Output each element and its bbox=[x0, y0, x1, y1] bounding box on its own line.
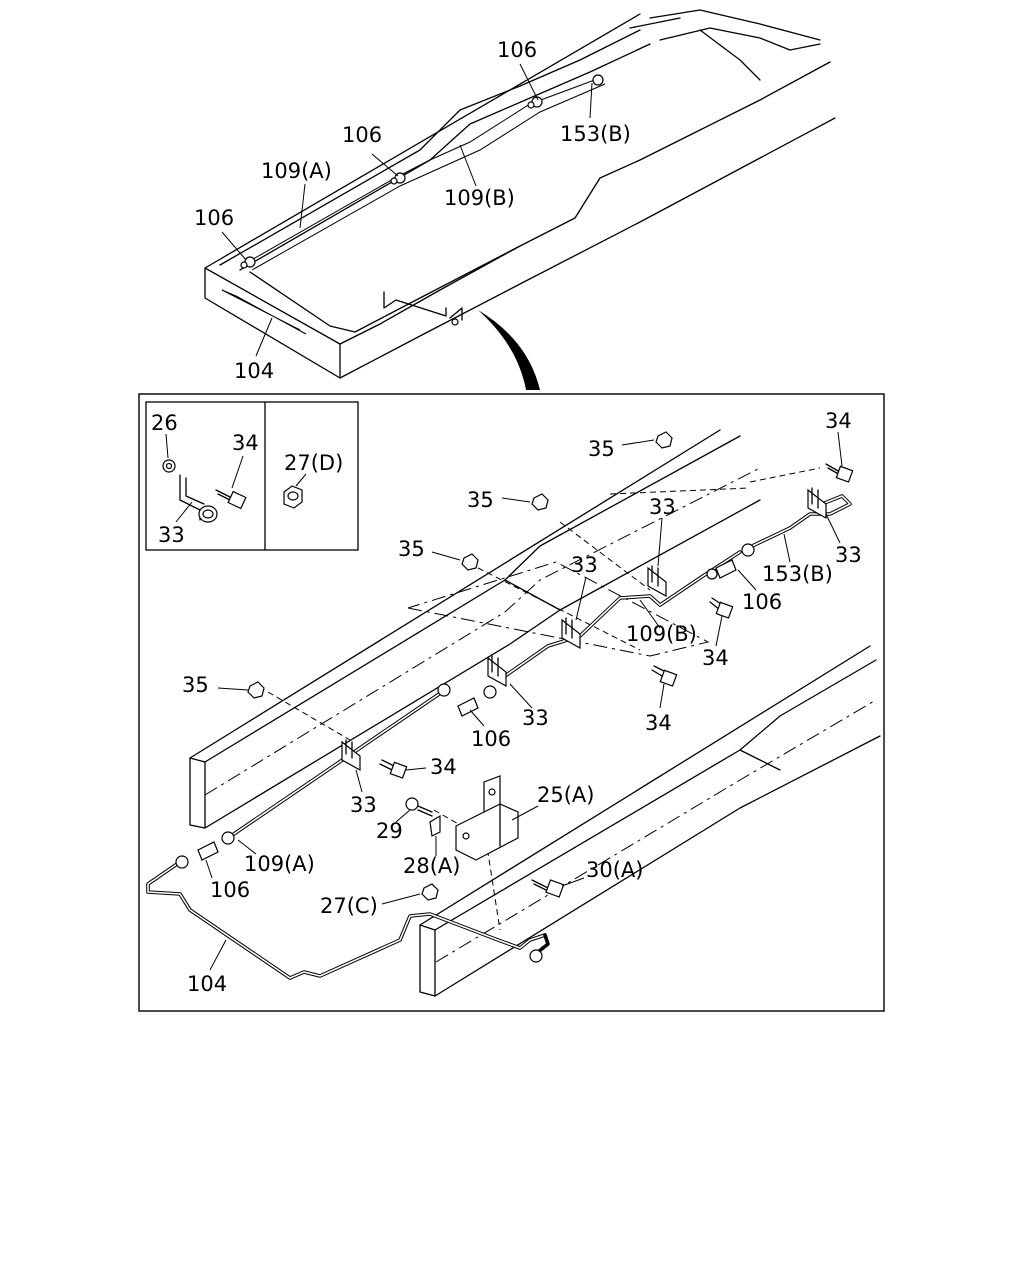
pipe-104 bbox=[146, 860, 550, 980]
pipe-109a bbox=[226, 688, 447, 840]
callout-109a: 109(A) bbox=[244, 852, 315, 876]
upper-callout-109b: 109(B) bbox=[444, 186, 515, 210]
callout-30a: 30(A) bbox=[586, 858, 643, 882]
callout-28a: 28(A) bbox=[403, 854, 460, 878]
callout-33-d: 33 bbox=[522, 706, 549, 730]
callout-35-b: 35 bbox=[467, 488, 494, 512]
detail-frame-rails bbox=[189, 429, 881, 997]
upper-fitting-106-mid bbox=[390, 172, 406, 185]
upper-frame-view bbox=[204, 9, 836, 390]
callout-153b: 153(B) bbox=[762, 562, 833, 586]
upper-fitting-153b bbox=[592, 74, 604, 86]
inset-box bbox=[145, 401, 359, 551]
clip-28a bbox=[429, 814, 441, 837]
clamp-33-mid3 bbox=[647, 565, 667, 598]
nut-35-c bbox=[461, 553, 479, 571]
inset-nut-26 bbox=[162, 459, 176, 473]
callout-104: 104 bbox=[187, 972, 227, 996]
inset-callout-26: 26 bbox=[151, 411, 178, 435]
callout-33-b: 33 bbox=[835, 543, 862, 567]
clamp-33-right bbox=[807, 487, 827, 520]
callout-33-a: 33 bbox=[649, 495, 676, 519]
callout-33-c: 33 bbox=[571, 553, 598, 577]
upper-callout-104: 104 bbox=[234, 359, 274, 383]
nut-35-b bbox=[531, 493, 549, 511]
callout-35-c: 35 bbox=[398, 537, 425, 561]
fitting-106-right bbox=[706, 543, 755, 580]
nut-27c bbox=[421, 883, 439, 901]
callout-109b: 109(B) bbox=[626, 622, 697, 646]
fitting-106-left bbox=[175, 831, 235, 869]
inset-callout-27d: 27(D) bbox=[284, 451, 343, 475]
bolt-29 bbox=[405, 797, 433, 817]
callout-34-d: 34 bbox=[430, 755, 457, 779]
callout-35-d: 35 bbox=[182, 673, 209, 697]
upper-callout-106-top: 106 bbox=[497, 38, 537, 62]
callout-34-a: 34 bbox=[825, 409, 852, 433]
clamp-33-mid1 bbox=[487, 655, 507, 688]
nut-35-a bbox=[655, 431, 673, 449]
upper-callout-106-left: 106 bbox=[194, 206, 234, 230]
fitting-106-mid bbox=[437, 683, 497, 717]
detail-leaders bbox=[205, 431, 843, 971]
pipe-153b bbox=[746, 494, 852, 550]
upper-callout-109a: 109(A) bbox=[261, 159, 332, 183]
nut-35-d bbox=[247, 681, 265, 699]
inset-nut-27d bbox=[283, 485, 303, 509]
inset-callout-33: 33 bbox=[158, 523, 185, 547]
bolt-34-mid bbox=[709, 597, 734, 619]
clamp-33-left bbox=[341, 739, 361, 772]
pipe-109b bbox=[503, 550, 742, 678]
callout-27c: 27(C) bbox=[320, 894, 378, 918]
callout-106-b: 106 bbox=[471, 727, 511, 751]
clamp-33-mid2 bbox=[561, 617, 581, 650]
callout-33-e: 33 bbox=[350, 793, 377, 817]
inset-clamp-33 bbox=[179, 474, 218, 523]
fitting-pipe-end bbox=[529, 949, 543, 963]
callout-34-b: 34 bbox=[702, 646, 729, 670]
callout-35-a: 35 bbox=[588, 437, 615, 461]
bolt-34-left bbox=[379, 759, 408, 779]
upper-callout-106-mid: 106 bbox=[342, 123, 382, 147]
callout-34-c: 34 bbox=[645, 711, 672, 735]
bolt-30a bbox=[531, 879, 565, 898]
inset-bolt-34 bbox=[215, 489, 247, 510]
detail-view-frame bbox=[138, 393, 885, 1012]
bolt-34-lower bbox=[651, 665, 678, 687]
callout-29: 29 bbox=[376, 819, 403, 843]
bolt-34-top bbox=[825, 463, 854, 483]
upper-callout-153b: 153(B) bbox=[560, 122, 631, 146]
callout-25a: 25(A) bbox=[537, 783, 594, 807]
bracket-25a bbox=[455, 775, 519, 861]
inset-callout-34: 34 bbox=[232, 431, 259, 455]
callout-106-a: 106 bbox=[742, 590, 782, 614]
upper-fitting-106-left bbox=[240, 256, 256, 269]
callout-106-c: 106 bbox=[210, 878, 250, 902]
